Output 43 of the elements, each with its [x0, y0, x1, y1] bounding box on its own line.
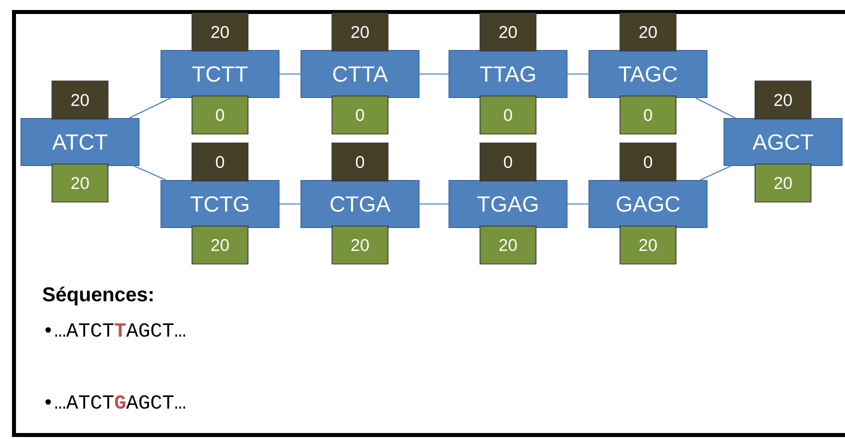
count-box: 20	[332, 226, 388, 264]
count-box: 0	[332, 142, 388, 182]
sequence-box: ATCT	[20, 118, 140, 166]
connector-line	[134, 166, 166, 180]
count-box: 0	[192, 96, 248, 134]
sequence-text: •…ATCTTAGCT…	[45, 323, 186, 337]
connector-line	[568, 203, 588, 205]
count-box: 20	[480, 226, 536, 264]
count-box: 0	[192, 142, 248, 182]
sequence-box: TCTG	[160, 180, 280, 228]
count-box: 20	[620, 226, 676, 264]
count-box: 20	[192, 226, 248, 264]
sequence-box: CTTA	[300, 50, 420, 98]
count-box: 0	[480, 142, 536, 182]
sequence-text: •…ATCTGAGCT…	[45, 395, 186, 409]
connector-line	[129, 98, 171, 118]
count-box: 20	[754, 80, 812, 120]
count-box: 20	[332, 12, 388, 52]
count-box: 20	[52, 164, 108, 202]
count-box: 20	[192, 12, 248, 52]
connector-line	[280, 203, 300, 205]
connector-line	[420, 73, 448, 75]
count-box: 20	[52, 80, 108, 120]
heading: Séquences:	[42, 286, 153, 306]
sequence-box: TAGC	[588, 50, 708, 98]
connector-line	[280, 73, 300, 75]
sequence-box: TTAG	[448, 50, 568, 98]
sequence-box: TCTT	[160, 50, 280, 98]
connector-line	[700, 166, 731, 180]
count-box: 0	[620, 96, 676, 134]
connector-line	[568, 73, 588, 75]
sequence-box: GAGC	[588, 180, 708, 228]
sequence-box: TGAG	[448, 180, 568, 228]
sequence-box: CTGA	[300, 180, 420, 228]
connector-line	[695, 98, 736, 118]
count-box: 0	[620, 142, 676, 182]
connector-line	[420, 203, 448, 205]
count-box: 0	[480, 96, 536, 134]
count-box: 20	[754, 164, 812, 202]
sequence-box: AGCT	[724, 118, 842, 166]
count-box: 20	[620, 12, 676, 52]
count-box: 20	[480, 12, 536, 52]
count-box: 0	[332, 96, 388, 134]
